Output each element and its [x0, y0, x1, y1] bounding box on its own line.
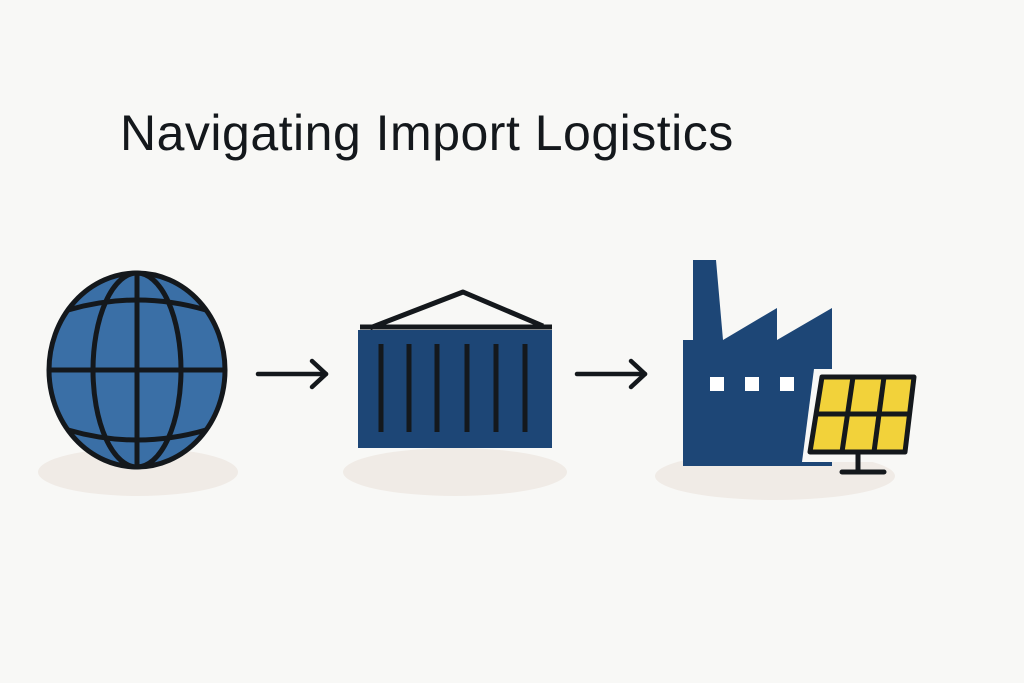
container-shadow — [343, 448, 567, 496]
globe-shadow — [38, 448, 238, 496]
factory-icon — [683, 260, 832, 466]
arrow-right-icon — [574, 358, 648, 390]
solar-panel-icon — [802, 369, 922, 475]
globe-icon — [46, 270, 228, 470]
shipping-container-icon — [358, 289, 552, 448]
arrow-right-icon — [255, 358, 329, 390]
page-title: Navigating Import Logistics — [120, 105, 734, 161]
